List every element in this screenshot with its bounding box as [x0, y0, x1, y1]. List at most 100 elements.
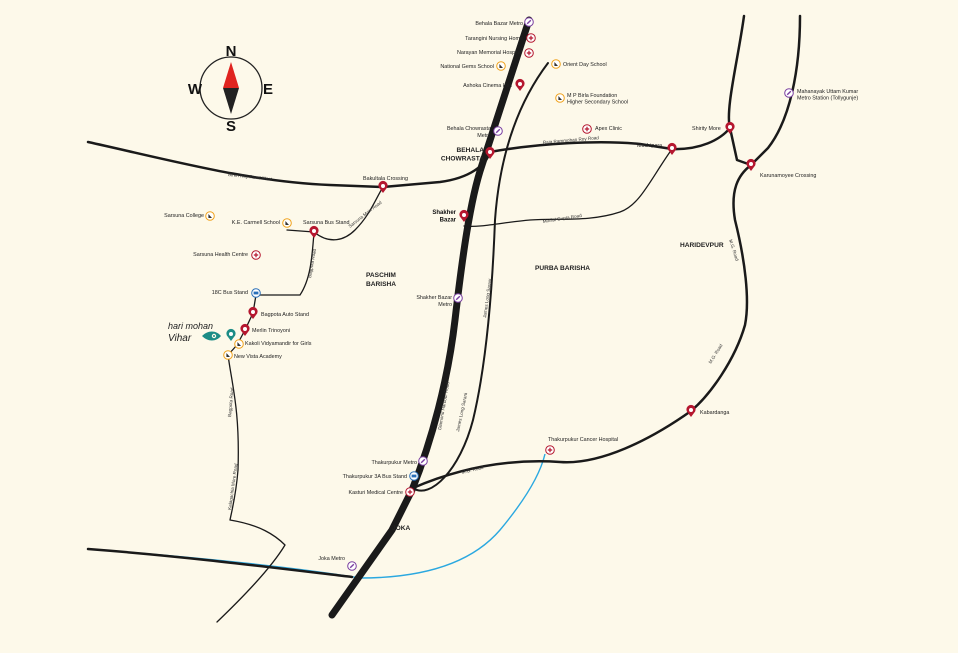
road-label-bagpota-2: Bagpota Road — [227, 387, 235, 417]
brand-name-line2: Vihar — [168, 333, 192, 344]
compass-n: N — [226, 43, 237, 60]
label-national-gems: National Gems School — [440, 64, 494, 70]
national-gems-school-icon — [496, 61, 506, 71]
shakher-bazar-map-pin-icon — [459, 209, 469, 222]
james-long-sarani — [412, 62, 549, 492]
label-18c-bus: 18C Bus Stand — [212, 290, 248, 296]
peacock-emblem-icon — [202, 331, 221, 341]
label-bakultala: Bakultala Crossing — [363, 176, 408, 182]
label-sarsuna-health: Sarsuna Health Centre — [193, 252, 248, 258]
tarangini-hospital-icon — [526, 33, 536, 43]
joka-road-west — [86, 547, 354, 579]
new-vista-school-icon — [223, 350, 233, 360]
compass-w: W — [188, 81, 203, 98]
road-label-sarsuna-main: Sarsuna Main Road — [348, 200, 383, 229]
road-label-bagpota-1: Bagpota Road — [307, 248, 317, 278]
behala-chowrasta-metro-metro-icon — [493, 126, 503, 136]
road-label-biren-roy: Biren Roy Road West — [228, 172, 273, 182]
compass-e: E — [263, 81, 273, 98]
road-labels: Biren Roy Road West Raja Rammohan Roy Ro… — [227, 135, 740, 510]
thakurpukur-cancer-hospital-icon — [545, 445, 555, 455]
shirity-more-map-pin-icon — [725, 121, 735, 134]
label-behala-bazar-metro: Behala Bazar Metro — [475, 21, 523, 27]
bagpota-road-2 — [216, 312, 286, 623]
sarsuna-health-hospital-icon — [251, 250, 261, 260]
18c-bus-bus-icon — [251, 288, 261, 298]
road-label-james-long-1: James Long Sarani — [482, 278, 492, 318]
thakurpukur-3a-bus-icon — [409, 471, 419, 481]
compass-rose: N S E W — [188, 43, 273, 135]
kabardanga-map-pin-icon — [686, 404, 696, 417]
label-kakoli: Kakoli Vidyamandir for Girls — [245, 341, 312, 347]
sarsuna-college-school-icon — [205, 211, 215, 221]
label-thakurpukur-metro: Thakurpukur Metro — [371, 460, 417, 466]
east-vertical-left — [727, 14, 753, 167]
kc-carmell-school-icon — [282, 218, 292, 228]
apex-hospital-icon — [582, 124, 592, 134]
thakurpukur-metro-metro-icon — [418, 456, 428, 466]
label-narayan: Narayan Memorial Hospital — [457, 50, 522, 56]
label-shirity-more: Shirity More — [692, 126, 721, 132]
label-kc-carmell: K.E. Carmell School — [232, 220, 280, 226]
place-labels: Behala Bazar Metro Tarangini Nursing Hom… — [164, 21, 858, 562]
label-thakurpukur-3a: Thakurpukur 3A Bus Stand — [343, 474, 407, 480]
area-label-joka: JOKA — [392, 525, 411, 532]
brand-name-line1: hari mohan — [168, 321, 213, 331]
label-joka-metro: Joka Metro — [318, 556, 345, 562]
road-label-mg-1: M.G. Road — [728, 239, 740, 262]
merlin-map-pin-icon — [240, 323, 250, 336]
raja-rammohan-road — [488, 126, 732, 154]
label-new-vista: New Vista Academy — [234, 354, 282, 360]
label-thakurpukur-cancer: Thakurpukur Cancer Hospital — [548, 437, 618, 443]
kasturi-hospital-icon — [405, 487, 415, 497]
behala-chowrasta-map-pin-icon — [485, 146, 495, 159]
mahanayak-metro-icon — [784, 88, 794, 98]
mg-road-north — [689, 163, 753, 413]
label-ashoka: Ashoka Cinema Hall — [463, 83, 512, 89]
motilal-gupta-road — [463, 148, 673, 228]
compass-south-needle — [223, 88, 239, 114]
label-merlin: Merlin Trinoyoni — [252, 328, 290, 334]
road-label-james-long-2: James Long Sarani — [455, 392, 468, 432]
label-sarsuna-bus: Sarsuna Bus Stand — [303, 220, 349, 226]
brand-logo: hari mohan Vihar — [168, 321, 221, 344]
label-kasturi: Kasturi Medical Centre — [348, 490, 403, 496]
ashoka-map-pin-icon — [515, 78, 525, 91]
mg-road-south — [411, 409, 693, 490]
label-muchipara: Muchipara — [637, 143, 662, 149]
road-label-kalagachia: Kalagachia More Road — [227, 463, 239, 510]
bagpota-road-1 — [252, 231, 315, 314]
markers-layer — [205, 17, 794, 571]
shakher-bazar-metro-metro-icon — [453, 293, 463, 303]
bakultala-map-pin-icon — [378, 180, 388, 193]
area-label-haridevpur: HARIDEVPUR — [680, 242, 724, 249]
narayan-hospital-icon — [524, 48, 534, 58]
bagpota-auto-map-pin-icon — [248, 306, 258, 319]
road-label-mg-2: M.G. Road — [708, 343, 724, 365]
compass-north-needle — [223, 62, 239, 88]
compass-s: S — [226, 118, 236, 135]
road-label-raja-rammohan: Raja Rammohan Roy Road — [543, 135, 600, 145]
label-karunamoyee: Karunamoyee Crossing — [760, 173, 816, 179]
label-kabardanga: Kabardanga — [700, 410, 729, 416]
sarsuna-main-road — [313, 186, 384, 241]
orient-day-school-icon — [551, 59, 561, 69]
kakoli-school-icon — [234, 339, 244, 349]
label-apex: Apex Clinic — [595, 126, 622, 132]
muchipara-map-pin-icon — [667, 142, 677, 155]
road-network — [86, 14, 802, 623]
canal-line — [87, 453, 546, 579]
area-label-purba-barisha: PURBA BARISHA — [535, 265, 590, 272]
label-orient-day: Orient Day School — [563, 62, 607, 68]
biren-roy-road — [86, 140, 492, 189]
label-sarsuna-college: Sarsuna College — [164, 213, 204, 219]
